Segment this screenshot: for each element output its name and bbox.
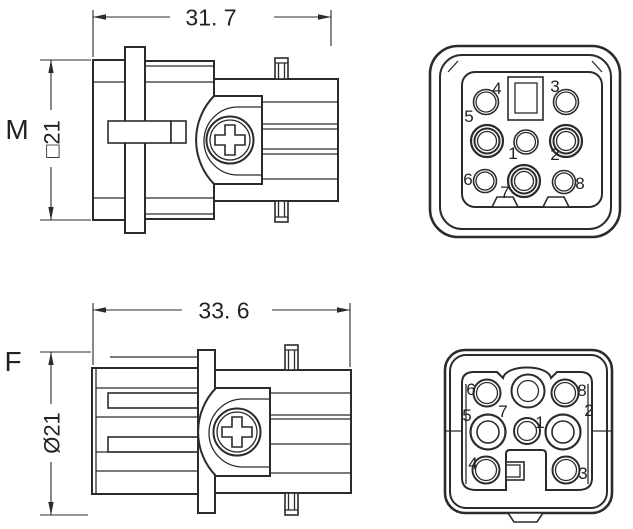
male-outer-shell (428, 44, 622, 239)
male-contact-lines (262, 101, 338, 180)
female-pin-label-5: 5 (462, 406, 471, 425)
female-side-view: 33. 6 Ø21 F (4, 298, 352, 516)
male-side-slot-end (170, 120, 187, 144)
male-pin-label-2: 2 (550, 145, 559, 164)
female-contact-pin-top (284, 344, 299, 371)
female-height-dimension: Ø21 (40, 351, 91, 516)
female-pin-8 (550, 378, 580, 408)
male-pin-label-6: 6 (463, 170, 472, 189)
male-height-dimension: □21 (40, 59, 91, 221)
male-pin-label-3: 3 (550, 77, 559, 96)
male-contact-pin-bottom (274, 200, 289, 223)
female-pin-4 (471, 455, 501, 485)
pin-detail (285, 493, 298, 511)
female-pin-label-1: 1 (535, 413, 544, 432)
height-dimension-lines (40, 59, 91, 221)
pin-detail (275, 62, 288, 79)
female-width-dimension: 33. 6 (92, 298, 351, 367)
width-dimension-lines (92, 303, 351, 367)
keyway-tab-inner (505, 464, 521, 478)
phillips-cross-icon (214, 124, 246, 156)
view-label-male: M (5, 114, 28, 145)
male-mid-body-lines (145, 65, 214, 215)
female-pin-label-3: 3 (578, 464, 587, 483)
female-pin-1 (513, 417, 541, 445)
male-pin-label-8: 8 (575, 174, 584, 193)
pin-detail (285, 349, 298, 370)
male-phillips-screw-icon (205, 115, 255, 165)
male-screw-housing-inner (203, 106, 262, 176)
male-pin-label-4: 4 (492, 79, 501, 98)
male-side-view: 31. 7 □21 M (5, 5, 339, 234)
male-pin-5 (469, 123, 505, 159)
female-hood-slot-2 (107, 436, 199, 453)
pin-body (284, 492, 299, 516)
female-contact-pin-bottom (284, 492, 299, 516)
female-insert-inner-walls (465, 384, 589, 484)
male-pin-2 (548, 123, 584, 159)
male-contact-pin-top (274, 57, 289, 80)
pin-body (274, 200, 289, 223)
male-corner-marks (447, 60, 603, 73)
male-pin-4 (472, 88, 500, 116)
female-pin-label-4: 4 (468, 454, 477, 473)
female-pin-label-2: 2 (584, 401, 593, 420)
male-height-dimension-label: □21 (40, 120, 65, 158)
female-pin-5 (469, 413, 507, 451)
screw-head-inner (216, 411, 258, 453)
female-bottom-tab (506, 512, 545, 523)
female-pin-6 (472, 378, 502, 408)
screw-head-inner (209, 119, 251, 161)
view-label-female: F (4, 346, 21, 377)
male-pin-1 (513, 129, 539, 155)
female-contact-lines (270, 392, 351, 474)
width-dimension-lines (92, 10, 332, 57)
male-rear-block-lines (93, 81, 125, 199)
pin-detail (275, 201, 288, 218)
female-pin-label-8: 8 (577, 381, 586, 400)
male-face-plate (461, 71, 603, 208)
female-screw-housing-inner (208, 398, 270, 468)
screw-head-outer (212, 407, 262, 457)
polarization-key-inner (514, 82, 538, 114)
male-width-dimension-label: 31. 7 (185, 5, 236, 31)
male-side-slot (107, 120, 172, 144)
height-dimension-lines (40, 351, 91, 516)
female-pin-2 (544, 413, 582, 451)
male-pin-label-5: 5 (464, 107, 473, 126)
pin-body (274, 57, 289, 80)
female-pin-3 (551, 455, 581, 485)
male-front-view: 4 3 5 1 2 6 7 8 (428, 44, 622, 239)
phillips-cross-icon (221, 416, 253, 448)
male-width-dimension: 31. 7 (92, 5, 332, 57)
female-front-view: 6 7 8 5 1 2 4 3 (443, 348, 614, 523)
female-pin-7 (510, 373, 546, 409)
female-phillips-screw-icon (212, 407, 262, 457)
female-pin-label-7: 7 (498, 402, 507, 421)
male-pin-7 (506, 163, 542, 199)
female-height-dimension-label: Ø21 (40, 412, 65, 454)
pin-body (284, 344, 299, 371)
male-bottom-notches (490, 196, 571, 208)
female-pin-label-6: 6 (466, 380, 475, 399)
male-pin-8 (551, 169, 577, 195)
male-pin-3 (552, 88, 580, 116)
screw-head-outer (205, 115, 255, 165)
male-pin-6 (472, 168, 498, 194)
male-pin-label-1: 1 (508, 144, 517, 163)
female-hood-slot-1 (107, 392, 199, 409)
male-mid-shell (439, 54, 612, 230)
male-pin-label-7: 7 (500, 183, 509, 202)
female-width-dimension-label: 33. 6 (198, 298, 249, 324)
